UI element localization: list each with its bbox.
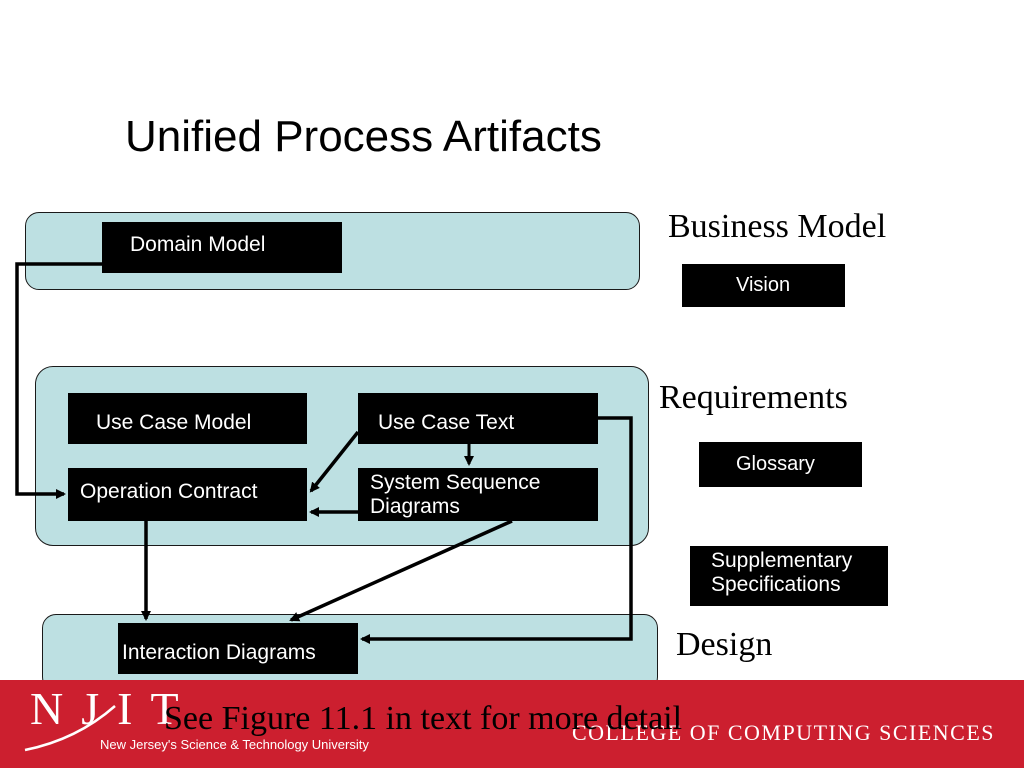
system-sequence-diagrams-block: System Sequence Diagrams (358, 468, 598, 521)
use-case-text-block: Use Case Text (358, 393, 598, 444)
figure-reference-note: See Figure 11.1 in text for more detail (164, 700, 683, 737)
design-label: Design (676, 626, 773, 663)
slide-title: Unified Process Artifacts (125, 112, 602, 161)
requirements-label: Requirements (659, 379, 848, 416)
operation-contract-block: Operation Contract (68, 468, 307, 521)
interaction-diagrams-block: Interaction Diagrams (118, 623, 358, 674)
arrow-usecase-to-interaction (360, 416, 633, 644)
domain-model-block: Domain Model (102, 222, 342, 273)
njit-university-name: New Jersey's Science & Technology Univer… (100, 737, 369, 752)
arrow-ssd-to-interaction (289, 519, 513, 622)
use-case-model-block: Use Case Model (68, 393, 307, 444)
supplementary-specifications-block: Supplementary Specifications (690, 546, 888, 606)
business-model-label: Business Model (668, 208, 887, 245)
college-name: COLLEGE OF COMPUTING SCIENCES (572, 720, 996, 745)
vision-block: Vision (682, 264, 845, 307)
glossary-block: Glossary (699, 442, 862, 487)
arrow-domain-to-operation (15, 262, 102, 499)
footer-band (0, 680, 1024, 768)
njit-logo: NJIT (30, 683, 197, 734)
njit-swoosh-icon (24, 705, 116, 752)
arrow-usecase-to-operation (309, 430, 360, 493)
